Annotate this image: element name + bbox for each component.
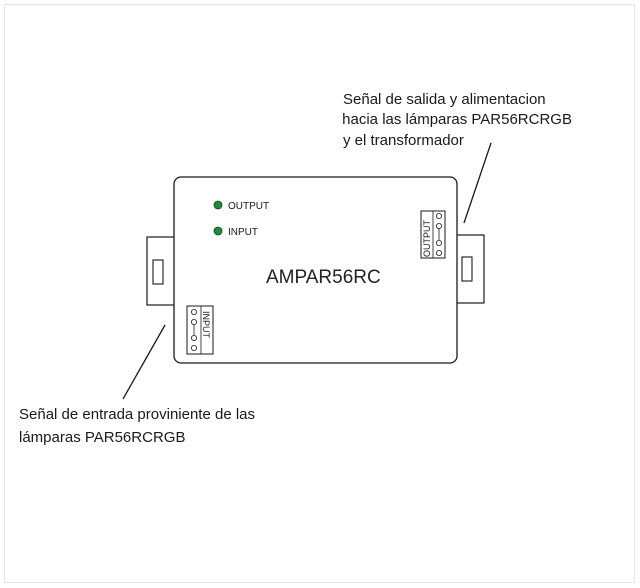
- input-annotation-line1: Señal de entrada proviniente de las: [19, 406, 255, 423]
- output-annotation-line1: Señal de salida y alimentacion: [343, 91, 546, 108]
- output-led-label: OUTPUT: [228, 201, 269, 212]
- output-led-icon: [213, 200, 223, 210]
- input-connector-label: INPUT: [201, 311, 211, 339]
- output-connector: OUTPUT: [420, 210, 446, 259]
- input-led-label: INPUT: [228, 227, 258, 238]
- input-annotation-line2: lámparas PAR56RCRGB: [19, 429, 185, 446]
- right-mounting-bracket: [455, 234, 485, 304]
- output-annotation-line3: y el transformador: [343, 132, 464, 149]
- input-leader-line: [122, 324, 166, 400]
- diagram-frame: [4, 4, 635, 583]
- input-led-icon: [213, 226, 223, 236]
- input-connector: INPUT: [186, 305, 214, 355]
- device-model-label: AMPAR56RC: [266, 267, 381, 288]
- left-mounting-bracket: [146, 236, 176, 306]
- device-enclosure: [173, 176, 458, 364]
- output-connector-label: OUTPUT: [422, 220, 432, 258]
- output-leader-line: [463, 142, 492, 224]
- output-annotation-line2: hacia las lámparas PAR56RCRGB: [338, 111, 572, 128]
